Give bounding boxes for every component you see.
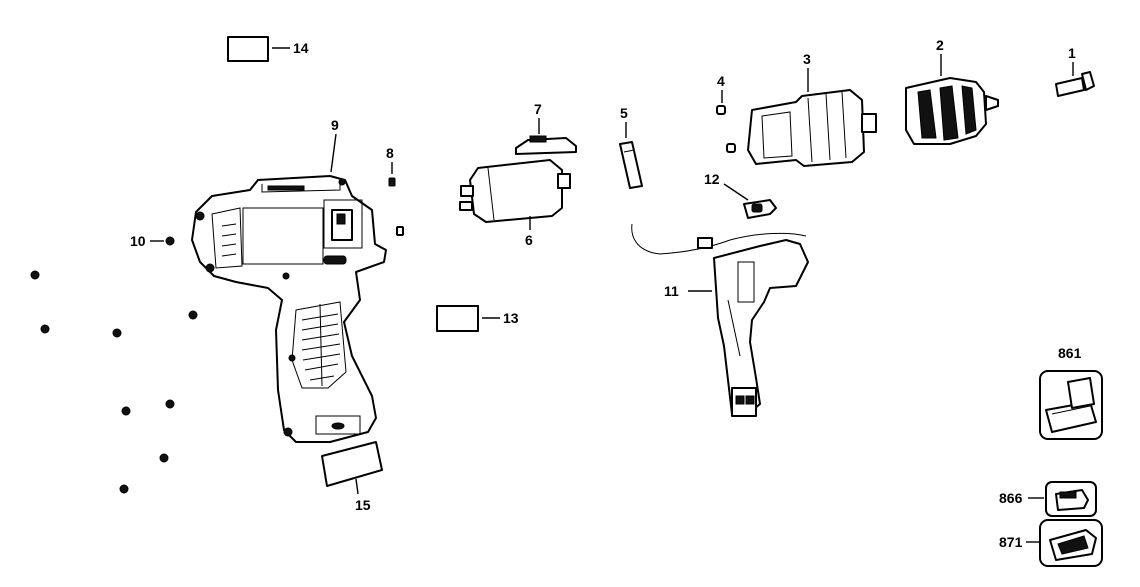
part-4-screws[interactable]: 4 <box>716 73 736 153</box>
callout-12: 12 <box>704 171 720 187</box>
part-3-gearbox[interactable]: 3 <box>747 51 877 167</box>
part-2-chuck[interactable]: 2 <box>905 37 999 145</box>
callout-14: 14 <box>293 40 309 56</box>
part-15-label-sheet[interactable]: 15 <box>321 441 383 513</box>
callout-2: 2 <box>936 37 944 53</box>
part-5-bracket[interactable]: 5 <box>619 105 643 189</box>
callout-3: 3 <box>803 51 811 67</box>
callout-7: 7 <box>534 101 542 117</box>
callout-9: 9 <box>331 117 339 133</box>
callout-15: 15 <box>355 497 371 513</box>
part-8-screws[interactable]: 8 <box>386 145 404 236</box>
callout-6: 6 <box>525 232 533 248</box>
part-11-switch-assembly[interactable]: 11 <box>631 223 809 417</box>
kit-861-carrying-case[interactable]: 861 <box>1039 345 1103 440</box>
callout-861: 861 <box>1058 345 1082 361</box>
callout-4: 4 <box>717 73 725 89</box>
part-10-screws[interactable]: 10 <box>30 233 198 494</box>
callout-871: 871 <box>999 534 1023 550</box>
callout-13: 13 <box>503 310 519 326</box>
kit-866-battery[interactable]: 866 <box>999 481 1097 517</box>
part-9-housing[interactable]: 9 <box>191 117 387 443</box>
part-7-brush-holder[interactable]: 7 <box>515 101 577 155</box>
callout-866: 866 <box>999 490 1023 506</box>
part-6-motor[interactable]: 6 <box>459 159 571 248</box>
part-14-label-box[interactable]: 14 <box>227 36 309 62</box>
callout-11: 11 <box>664 283 679 299</box>
kit-871-charger[interactable]: 871 <box>999 519 1103 567</box>
callout-10: 10 <box>130 233 146 249</box>
callout-1: 1 <box>1068 45 1076 61</box>
callout-5: 5 <box>620 105 628 121</box>
part-1-screw[interactable]: 1 <box>1055 45 1095 97</box>
callout-8: 8 <box>386 145 394 161</box>
part-13-label-box[interactable]: 13 <box>436 305 519 332</box>
part-12-switch-knob[interactable]: 12 <box>704 171 777 219</box>
